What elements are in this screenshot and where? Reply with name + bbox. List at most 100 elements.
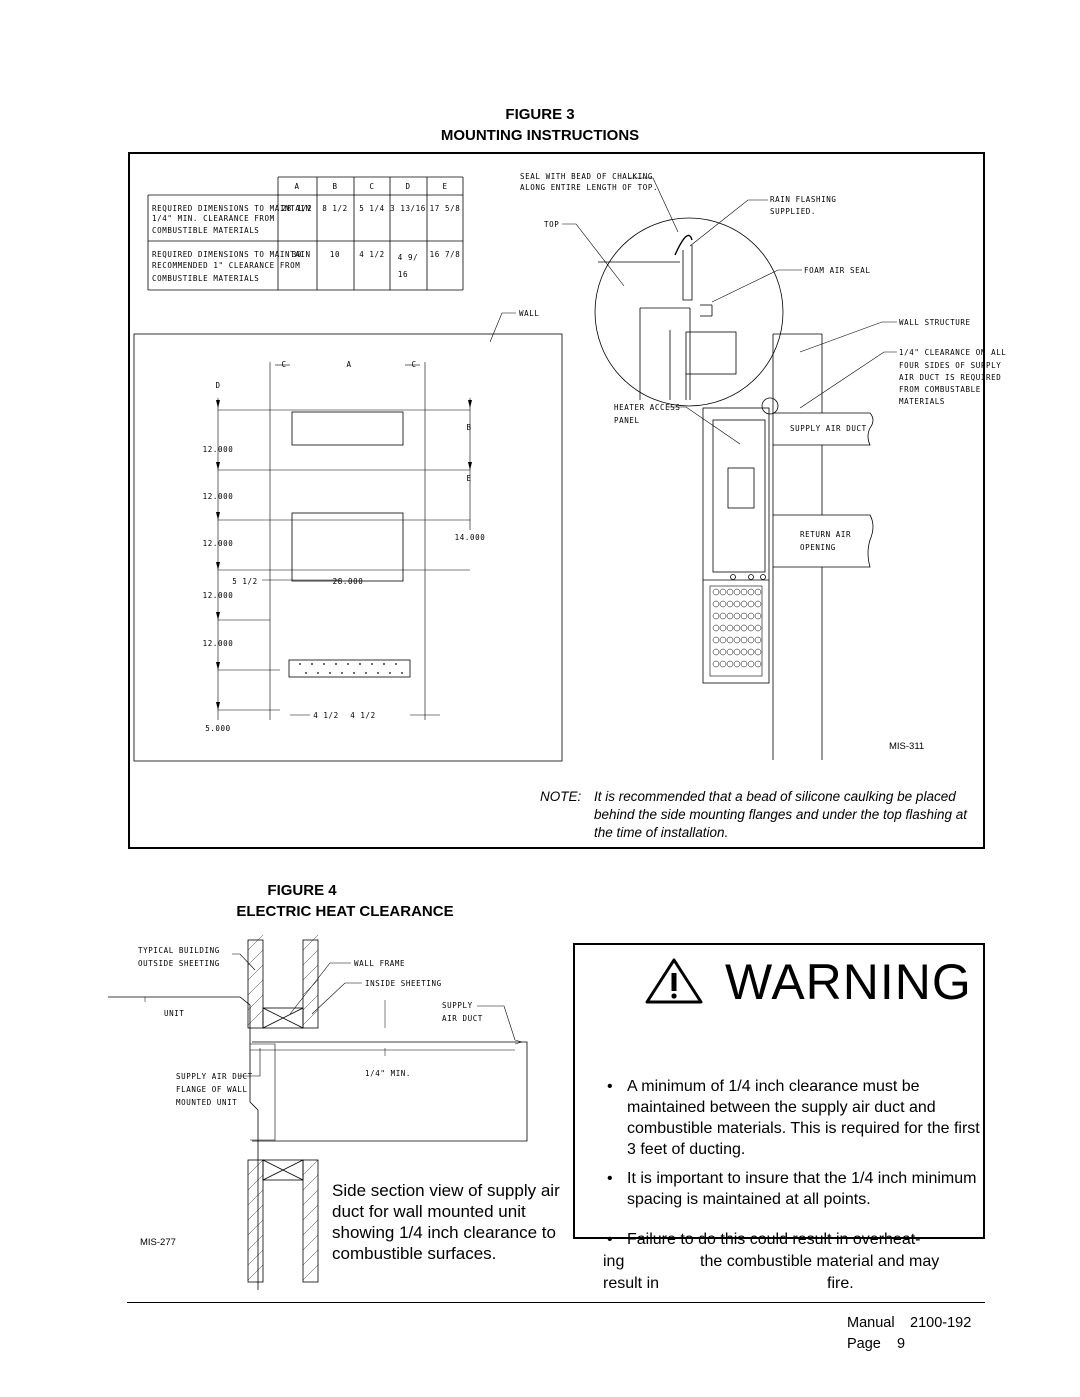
row2-c: 4 1/2 [359, 250, 385, 259]
figure-3-code: MIS-311 [889, 741, 924, 752]
page-label: Page [847, 1336, 881, 1352]
dim-14: 14.000 [455, 533, 486, 542]
row2-a: 30 [292, 250, 302, 259]
row1-label-2: 1/4" MIN. CLEARANCE FROM [152, 214, 275, 223]
unit-label: UNIT [164, 1009, 184, 1018]
dim-5: 5.000 [205, 724, 231, 733]
warning-box [573, 943, 985, 1239]
wall-structure-label: WALL STRUCTURE [899, 318, 971, 327]
rain-label-2: SUPPLIED. [770, 207, 816, 216]
warning-bullet-3-line-3a: result in [603, 1275, 660, 1292]
manual-number: 2100-192 [910, 1315, 972, 1331]
dim-12-4: 12.000 [203, 591, 234, 600]
row1-label-3: COMBUSTIBLE MATERIALS [152, 226, 259, 235]
row2-e: 16 7/8 [430, 250, 461, 259]
warning-bullet-text: It is important to insure that the 1/4 i… [627, 1170, 977, 1208]
figure-3-number: FIGURE 3 [505, 106, 575, 123]
heater-label-2: PANEL [614, 416, 640, 425]
sheeting-label-1: TYPICAL BUILDING [138, 946, 220, 955]
row2-b: 10 [330, 250, 340, 259]
supply-label-1: SUPPLY [442, 1001, 473, 1010]
figure-4-caption: Side section view of supply air duct for… [332, 1181, 560, 1263]
note-label: NOTE: [540, 789, 582, 804]
foam-label: FOAM AIR SEAL [804, 266, 871, 275]
dim-12-5: 12.000 [203, 639, 234, 648]
seal-label-2: ALONG ENTIRE LENGTH OF TOP. [520, 183, 658, 192]
wall-template [133, 333, 563, 762]
dim-4-1-2-b: 4 1/2 [350, 711, 376, 720]
dim-a: A [346, 360, 351, 369]
dim-b: B [466, 423, 471, 432]
warning-bullet-3-line-1: •Failure to do this could result in over… [607, 1231, 921, 1248]
row1-c: 5 1/4 [359, 204, 385, 213]
warning-triangle-icon [645, 958, 703, 1004]
warning-bullet-3-line-2b: the combustible material and may [700, 1253, 940, 1270]
row2-label-3: COMBUSTIBLE MATERIALS [152, 274, 259, 283]
figure-4-title: ELECTRIC HEAT CLEARANCE [236, 903, 454, 920]
warning-bullet-3-text-1: Failure to do this could result in overh… [627, 1231, 921, 1248]
grille-pattern [712, 588, 762, 668]
row2-label-2: RECOMMENDED 1" CLEARANCE FROM [152, 261, 300, 270]
header-d: D [405, 182, 410, 191]
dim-12-1: 12.000 [203, 445, 234, 454]
inside-sheeting-label: INSIDE SHEETING [365, 979, 442, 988]
figure-3-title: MOUNTING INSTRUCTIONS [440, 127, 640, 144]
footer-rule [127, 1302, 985, 1303]
flange-label-1: SUPPLY AIR DUCT [176, 1072, 253, 1081]
row1-e: 17 5/8 [430, 204, 461, 213]
flange-label-3: MOUNTED UNIT [176, 1098, 237, 1107]
row1-d: 3 13/16 [390, 204, 426, 213]
header-a: A [294, 182, 299, 191]
dim-c-right: C [411, 360, 416, 369]
row1-a: 28 1/2 [282, 204, 313, 213]
dim-5-1-2: 5 1/2 [232, 577, 258, 586]
clearance-label-3: AIR DUCT IS REQUIRED [899, 373, 1001, 382]
rain-label-1: RAIN FLASHING [770, 195, 837, 204]
flashing-detail [594, 217, 784, 407]
header-e: E [442, 182, 447, 191]
warning-bullet-3-line-3b: fire. [827, 1275, 854, 1292]
supply-label-2: AIR DUCT [442, 1014, 483, 1023]
row2-d: 4 9/ [398, 253, 418, 262]
row2-label-1: REQUIRED DIMENSIONS TO MAINTAIN [152, 250, 311, 259]
heater-label-1: HEATER ACCESS [614, 403, 681, 412]
row2-d-extra: 16 [398, 270, 408, 279]
warning-bullet: •It is important to insure that the 1/4 … [607, 1170, 977, 1208]
figure-3-frame [128, 152, 985, 849]
wall-frame-label: WALL FRAME [354, 959, 405, 968]
dim-12-3: 12.000 [203, 539, 234, 548]
mounting-diagram: A B C D E REQUIRED DIMENSIONS TO MAINTAI… [128, 152, 1006, 849]
figure-4-code: MIS-277 [140, 1237, 176, 1248]
dim-d: D [215, 381, 220, 390]
return-label-2: OPENING [800, 543, 836, 552]
note-text: It is recommended that a bead of silicon… [594, 789, 968, 840]
return-label-1: RETURN AIR [800, 530, 851, 539]
row1-label-1: REQUIRED DIMENSIONS TO MAINTAIN [152, 204, 311, 213]
clearance-label-5: MATERIALS [899, 397, 945, 406]
sheeting-label-2: OUTSIDE SHEETING [138, 959, 220, 968]
dimensions-table [147, 176, 464, 291]
seal-label-1: SEAL WITH BEAD OF CHALKING [520, 172, 653, 181]
warning-bullet-text: A minimum of 1/4 inch clearance must be … [627, 1078, 980, 1158]
header-b: B [332, 182, 337, 191]
dim-4-1-2-a: 4 1/2 [313, 711, 339, 720]
dim-12-2: 12.000 [203, 492, 234, 501]
figure-4-number: FIGURE 4 [267, 882, 337, 899]
flange-label-2: FLANGE OF WALL [176, 1085, 248, 1094]
dim-c-left: C [281, 360, 286, 369]
row1-b: 8 1/2 [322, 204, 348, 213]
warning-bullet: •A minimum of 1/4 inch clearance must be… [607, 1078, 980, 1158]
clearance-label-1: 1/4" CLEARANCE ON ALL [899, 348, 1006, 357]
page-number: 9 [897, 1336, 906, 1352]
manual-label: Manual [847, 1315, 895, 1331]
side-elevation [702, 333, 874, 760]
warning-title: WARNING [725, 954, 972, 1010]
dim-28: 28.000 [333, 577, 364, 586]
dim-e: E [466, 474, 471, 483]
warning-bullets: •A minimum of 1/4 inch clearance must be… [603, 1076, 983, 1218]
warning-bullet-3-line-2a: ing [603, 1253, 625, 1270]
clearance-label-2: FOUR SIDES OF SUPPLY [899, 361, 1001, 370]
wall-label: WALL [519, 309, 539, 318]
supply-duct-label: SUPPLY AIR DUCT [790, 424, 867, 433]
clearance-diagram: TYPICAL BUILDING OUTSIDE SHEETING WALL F… [108, 934, 528, 1290]
